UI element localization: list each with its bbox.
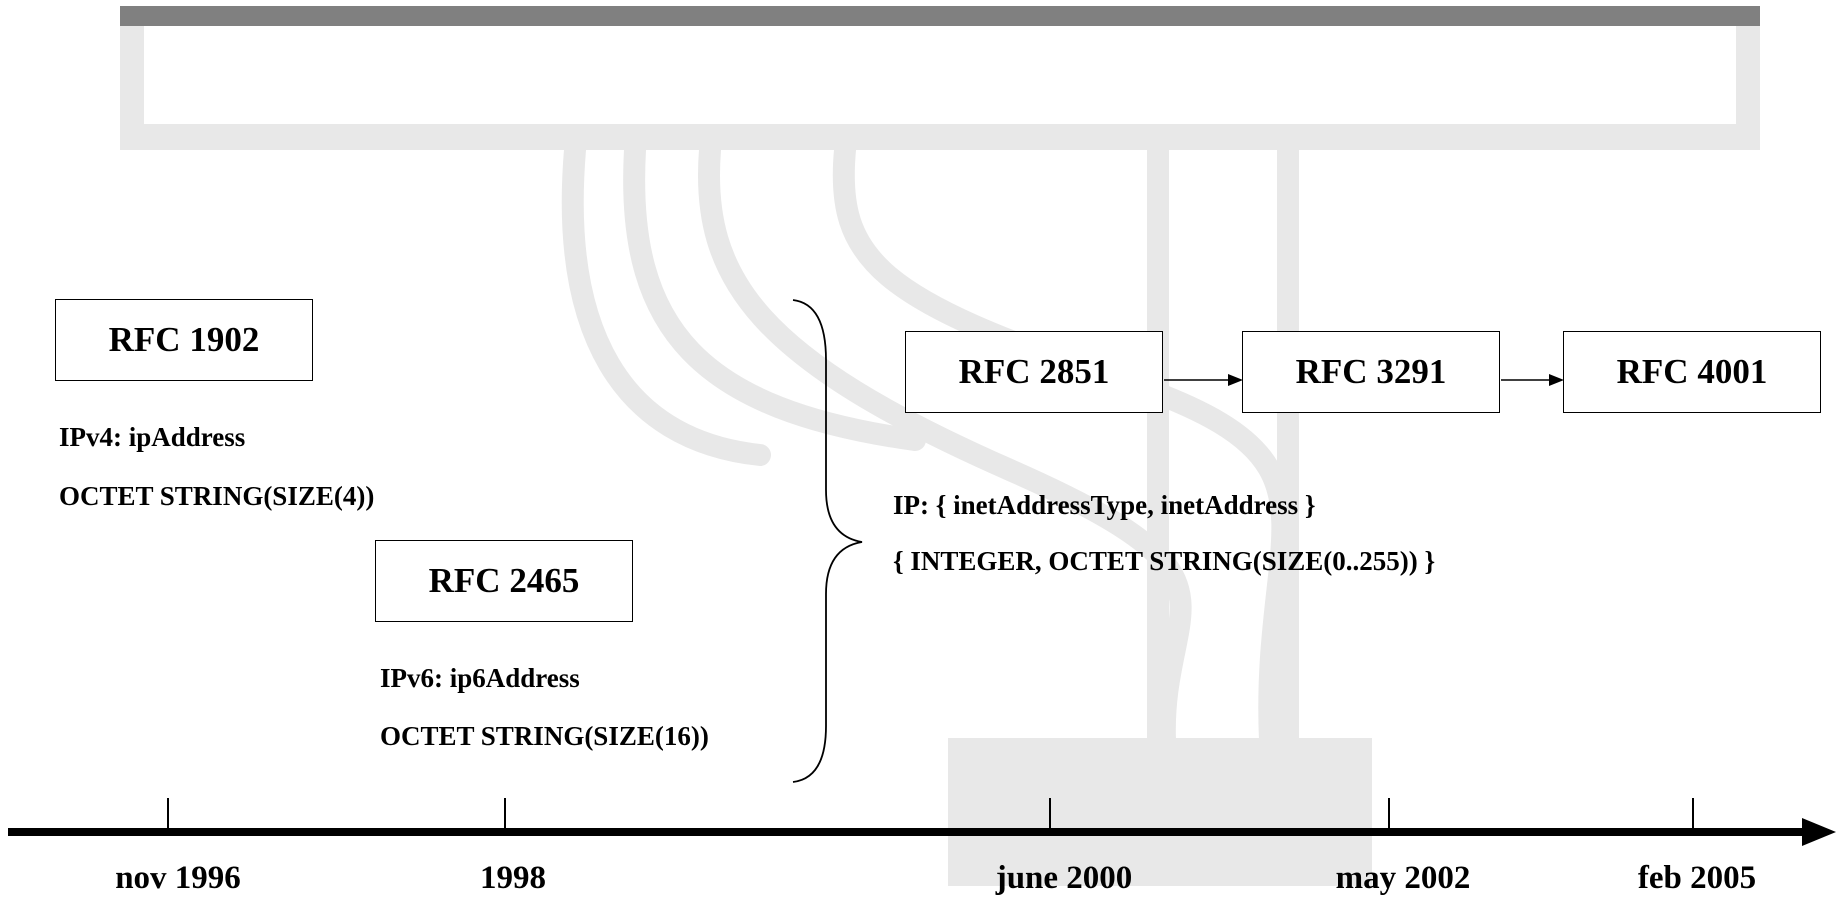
rfc-4001-box: RFC 4001 — [1563, 331, 1821, 413]
ipv6-type-label: IPv6: ip6Address — [380, 663, 580, 693]
rfc-1902-box: RFC 1902 — [55, 299, 313, 381]
inet-type-label: IP: { inetAddressType, inetAddress } — [893, 490, 1316, 520]
timeline-date: june 2000 — [995, 860, 1133, 896]
timeline-date: may 2002 — [1335, 860, 1471, 896]
rfc-2851-box: RFC 2851 — [905, 331, 1163, 413]
rfc-2465-box: RFC 2465 — [375, 540, 633, 622]
timeline-date: nov 1996 — [115, 860, 241, 896]
curly-brace — [792, 299, 863, 783]
arrow-head-3291-to-4001 — [1549, 374, 1564, 386]
ipv4-syntax-label: OCTET STRING(SIZE(4)) — [59, 481, 375, 511]
watermark-top-stripe — [120, 6, 1760, 26]
arrow-head-2851-to-3291 — [1228, 374, 1243, 386]
ipv6-syntax-label: OCTET STRING(SIZE(16)) — [380, 721, 709, 751]
ipv4-type-label: IPv4: ipAddress — [59, 422, 246, 452]
watermark-strand-3 — [698, 139, 1192, 751]
rfc-3291-box: RFC 3291 — [1242, 331, 1500, 413]
timeline-date: feb 2005 — [1637, 860, 1757, 896]
timeline-date: 1998 — [480, 860, 546, 896]
watermark-strand-2 — [623, 139, 926, 451]
watermark-strand-1 — [561, 139, 771, 466]
watermark-bottom-block — [948, 738, 1372, 886]
timeline-arrow-head — [1802, 818, 1836, 846]
watermark-top-inner — [144, 26, 1736, 124]
inet-syntax-label: { INTEGER, OCTET STRING(SIZE(0..255)) } — [893, 546, 1436, 576]
